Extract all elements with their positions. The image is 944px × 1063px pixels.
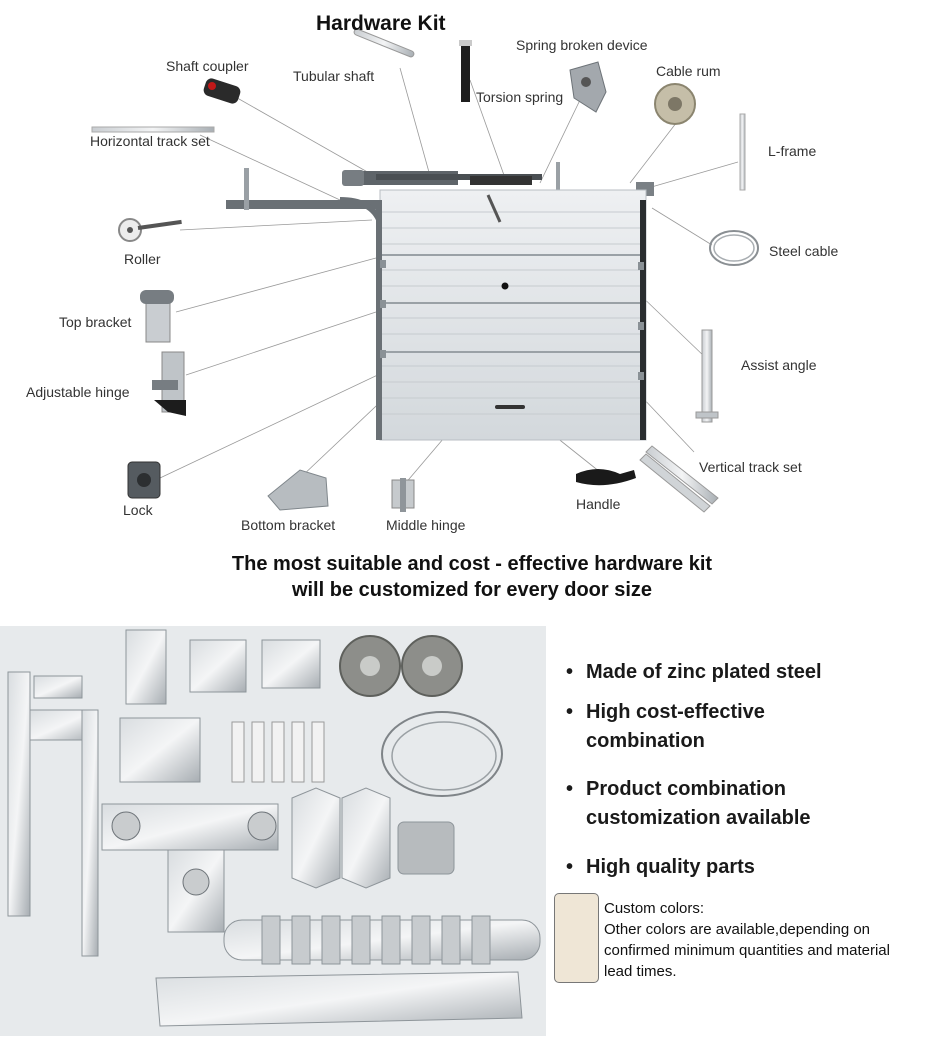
top-bracket-part — [140, 290, 174, 343]
cable-rum-part — [654, 83, 696, 125]
l-frame-part — [739, 113, 746, 191]
label-handle: Handle — [576, 496, 621, 512]
label-adjustable-hinge: Adjustable hinge — [26, 384, 130, 400]
shaft-coupler-part — [203, 78, 241, 104]
assist-angle-part — [695, 329, 719, 423]
label-cable-rum: Cable rum — [656, 63, 721, 79]
door-panel — [376, 189, 647, 441]
tubular-shaft-part — [353, 28, 415, 58]
custom-colors-line-3: lead times. — [604, 963, 677, 980]
label-bottom-bracket: Bottom bracket — [241, 517, 336, 533]
label-l-frame: L-frame — [768, 143, 817, 159]
label-shaft-coupler: Shaft coupler — [166, 58, 249, 74]
custom-colors-line-2: confirmed minimum quantities and materia… — [604, 942, 890, 959]
label-spring-broken-device: Spring broken device — [516, 37, 648, 53]
parts-photo — [0, 626, 546, 1036]
steel-cable-part — [709, 230, 759, 266]
page-title: Hardware Kit — [316, 12, 446, 35]
custom-colors-note: Custom colors: Other colors are availabl… — [604, 898, 890, 982]
tagline-line-1: The most suitable and cost - effective h… — [231, 553, 713, 575]
label-horizontal-track-set: Horizontal track set — [90, 133, 210, 149]
hardware-diagram — [91, 28, 759, 513]
torsion-spring-part — [459, 40, 472, 102]
tagline-line-2: will be customized for every door size — [291, 579, 653, 601]
spring-broken-device-part — [569, 61, 607, 113]
middle-hinge-part — [391, 478, 415, 512]
label-top-bracket: Top bracket — [59, 314, 132, 330]
vertical-track-set-part — [639, 445, 719, 513]
label-roller: Roller — [124, 251, 161, 267]
color-swatch — [554, 893, 599, 983]
label-assist-angle: Assist angle — [741, 357, 817, 373]
horizontal-track-set-part — [91, 126, 215, 133]
label-vertical-track-set: Vertical track set — [699, 459, 802, 475]
adjustable-hinge-part — [152, 351, 186, 416]
label-torsion-spring: Torsion spring — [476, 89, 564, 105]
label-tubular-shaft: Tubular shaft — [293, 68, 375, 84]
custom-colors-heading: Custom colors: — [604, 900, 705, 917]
custom-colors-line-1: Other colors are available,depending on — [604, 921, 871, 938]
label-middle-hinge: Middle hinge — [386, 517, 466, 533]
roller-part — [118, 218, 182, 242]
lock-part — [127, 461, 161, 499]
label-lock: Lock — [123, 502, 153, 518]
label-steel-cable: Steel cable — [769, 243, 839, 259]
bottom-bracket-part — [267, 469, 329, 511]
handle-part — [576, 469, 636, 486]
